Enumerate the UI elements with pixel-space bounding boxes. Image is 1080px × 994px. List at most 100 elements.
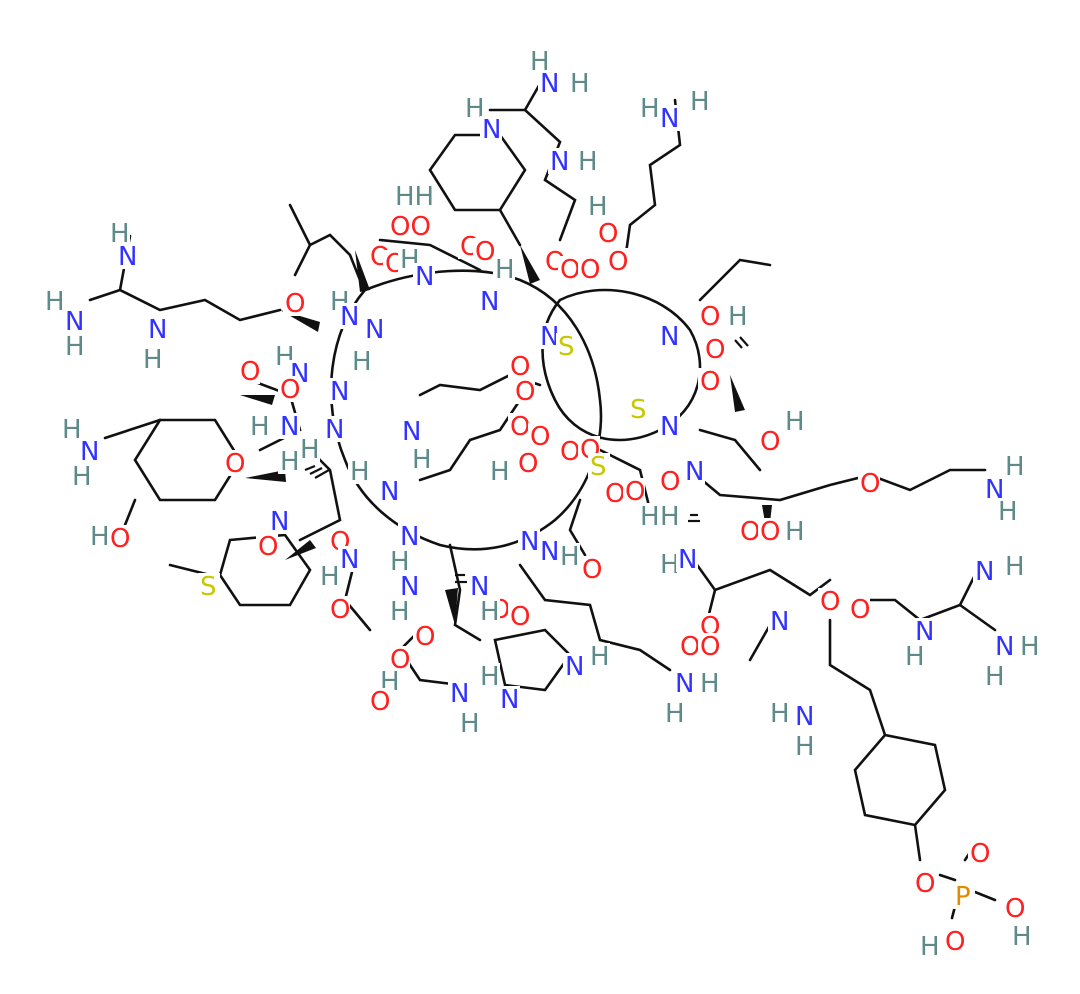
- bond-ptyr-o: [913, 823, 922, 862]
- atom-label-h: H: [495, 255, 515, 285]
- atom-label-bg: [568, 70, 590, 96]
- atom-label-h: H: [465, 94, 485, 124]
- atom-label-n: N: [678, 545, 697, 575]
- atom-label-o: O: [760, 427, 780, 457]
- atom-label-bg: [678, 633, 700, 659]
- atom-label-bg: [398, 523, 420, 549]
- bond-p-o1: [938, 873, 957, 882]
- atom-label-o: O: [530, 422, 550, 452]
- atom-label-bg: [558, 543, 580, 569]
- bond-ptyr-chain: [828, 618, 887, 737]
- atom-label-bg: [368, 688, 390, 714]
- atom-label-bg: [968, 840, 990, 866]
- atom-label-n: N: [340, 302, 359, 332]
- atom-label-o: O: [582, 555, 602, 585]
- atom-label-bg: [658, 551, 680, 577]
- wedge-2: [240, 395, 275, 405]
- atom-label-s: S: [558, 332, 575, 362]
- atom-label-s: S: [630, 395, 647, 425]
- atom-label-n: N: [65, 307, 84, 337]
- atom-label-n: N: [400, 572, 419, 602]
- atom-label-h: H: [795, 732, 815, 762]
- atom-label-bg: [578, 256, 600, 282]
- atom-label-bg: [673, 670, 695, 696]
- atom-label-o: O: [680, 632, 700, 662]
- atom-label-n: N: [365, 315, 384, 345]
- atom-label-bg: [588, 643, 610, 669]
- atom-label-n: N: [675, 669, 694, 699]
- atom-label-o: O: [110, 524, 130, 554]
- atom-label-o: O: [625, 477, 645, 507]
- atom-label-bg: [658, 468, 680, 494]
- atom-label-h: H: [352, 347, 372, 377]
- atom-label-bg: [398, 573, 420, 599]
- bond-core-b: [248, 378, 302, 452]
- bond-ch3: [748, 623, 772, 662]
- bond-peg: [688, 468, 987, 502]
- atom-label-bg: [913, 870, 935, 896]
- atom-label-bg: [858, 470, 880, 496]
- atom-label-bg: [413, 623, 435, 649]
- atom-label-p: P: [955, 882, 971, 912]
- atom-label-h: H: [1005, 552, 1025, 582]
- atom-label-bg: [198, 573, 220, 599]
- atom-label-n: N: [118, 242, 137, 272]
- atom-label-bg: [588, 453, 610, 479]
- atom-label-n: N: [660, 412, 679, 442]
- atom-label-h: H: [590, 642, 610, 672]
- atom-label-bg: [548, 148, 570, 174]
- atom-label-o: O: [608, 247, 628, 277]
- atom-label-h: H: [45, 287, 65, 317]
- atom-label-bg: [413, 263, 435, 289]
- atom-label-bg: [463, 95, 485, 121]
- atom-label-bg: [698, 303, 720, 329]
- atom-label-n: N: [660, 104, 679, 134]
- atom-label-bg: [348, 458, 370, 484]
- atom-label-o: O: [370, 687, 390, 717]
- atom-label-n: N: [660, 322, 679, 352]
- bond-core-e: [598, 448, 652, 512]
- atom-label-h: H: [660, 550, 680, 580]
- atom-label-n: N: [520, 527, 539, 557]
- atom-label-bg: [60, 416, 82, 442]
- atom-label-h: H: [480, 662, 500, 692]
- wedge-3: [245, 470, 286, 482]
- atom-label-bg: [848, 596, 870, 622]
- atom-label-o: O: [518, 449, 538, 479]
- atom-label-h: H: [690, 87, 710, 117]
- atom-label-n: N: [400, 522, 419, 552]
- atom-label-bg: [1003, 895, 1025, 921]
- atom-label-bg: [248, 413, 270, 439]
- atom-label-h: H: [920, 932, 940, 962]
- atom-label-o: O: [560, 437, 580, 467]
- atom-label-h: H: [300, 435, 320, 465]
- atom-label-o: O: [740, 517, 760, 547]
- wedge-5: [520, 245, 540, 284]
- atom-label-o: O: [915, 869, 935, 899]
- bond-lys-lower: [518, 563, 672, 672]
- atom-label-bg: [328, 378, 350, 404]
- atom-label-n: N: [470, 572, 489, 602]
- wedge-4: [355, 250, 370, 292]
- atom-label-h: H: [1005, 452, 1025, 482]
- atom-label-bg: [410, 446, 432, 472]
- bond-ethyl-right: [698, 258, 772, 302]
- atom-label-o: O: [1005, 894, 1025, 924]
- bond-phenyl-top-sub: [498, 208, 522, 247]
- atom-label-o: O: [598, 219, 618, 249]
- atom-label-bg: [468, 573, 490, 599]
- atom-label-h: H: [65, 332, 85, 362]
- atom-label-n: N: [540, 69, 559, 99]
- atom-label-bg: [63, 308, 85, 334]
- atom-label-n: N: [270, 507, 289, 537]
- atom-label-n: N: [975, 557, 994, 587]
- atom-label-bg: [480, 116, 502, 142]
- atom-label-bg: [400, 418, 422, 444]
- atom-label-h: H: [460, 709, 480, 739]
- bond-lys-top: [623, 98, 682, 262]
- atom-label-n: N: [795, 702, 814, 732]
- atom-label-bg: [516, 450, 538, 476]
- atom-label-bg: [903, 643, 925, 669]
- atom-label-o: O: [510, 602, 530, 632]
